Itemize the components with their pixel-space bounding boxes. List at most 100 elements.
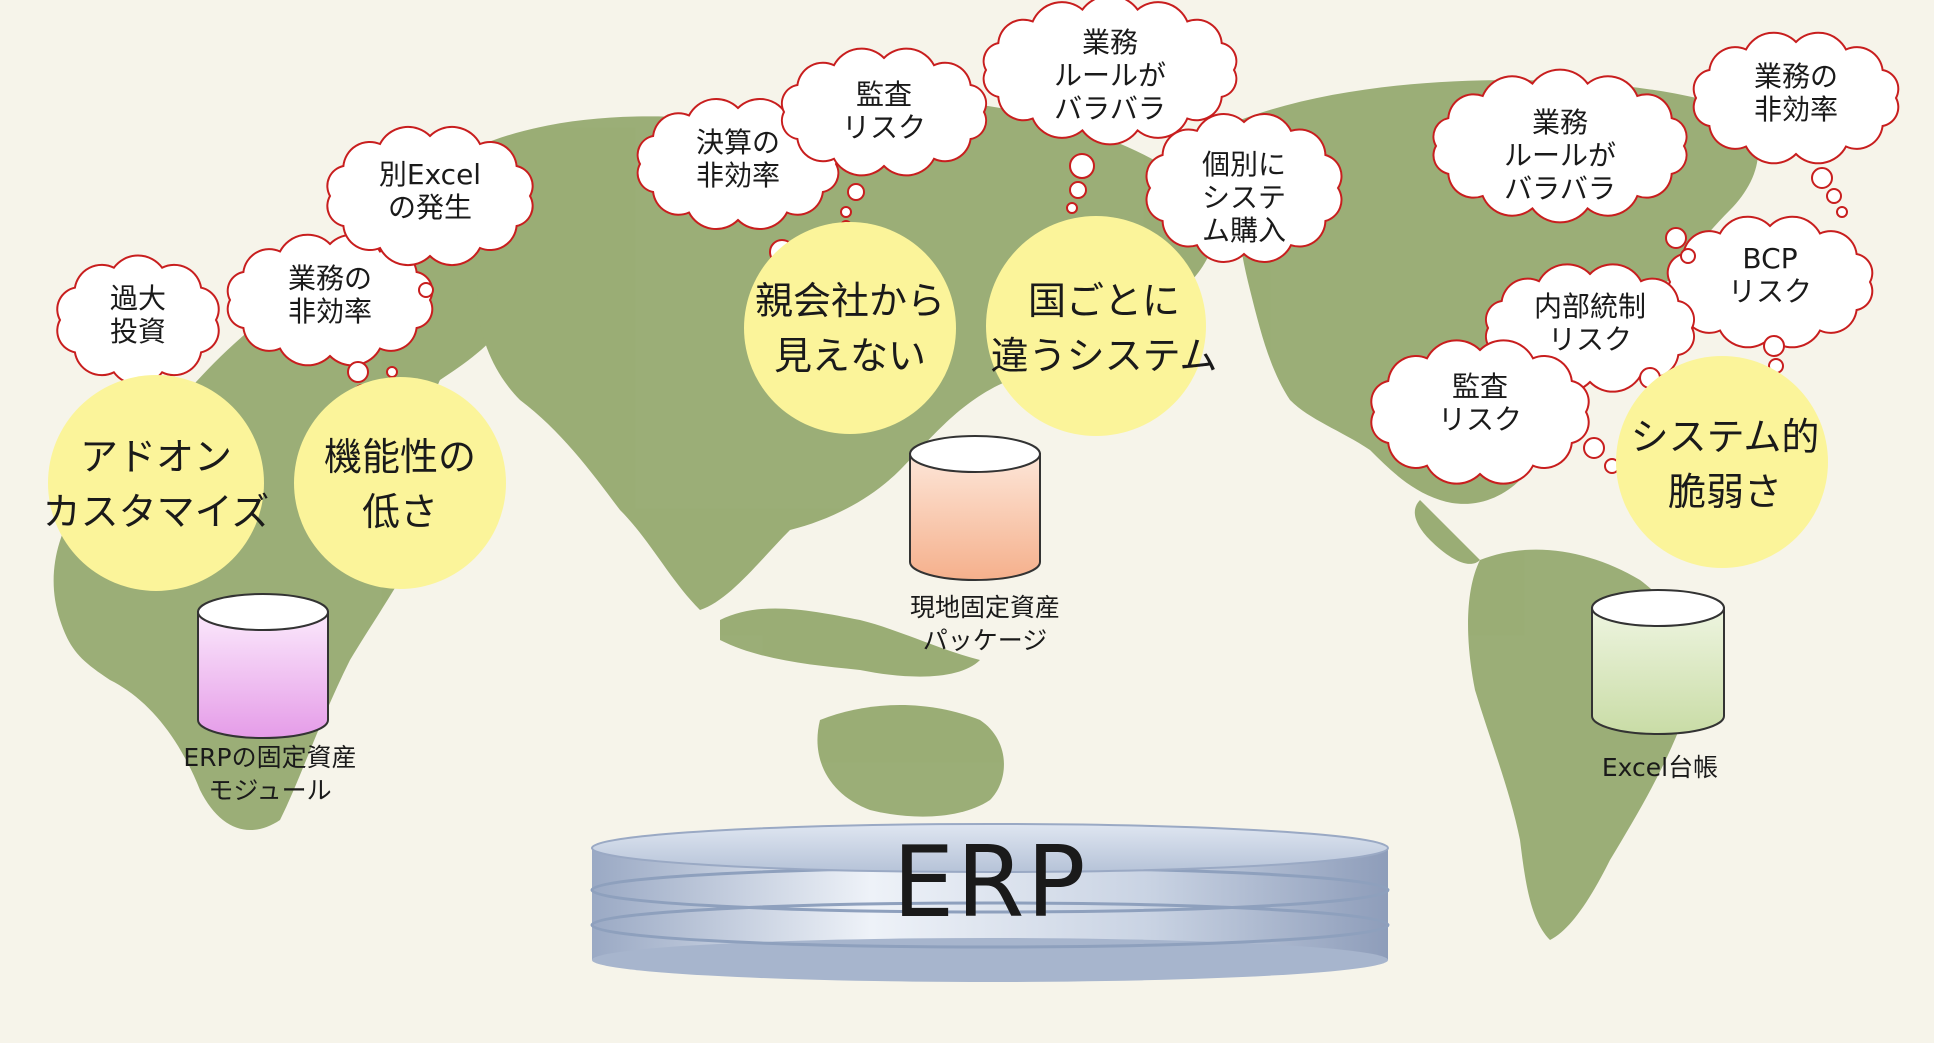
- bubble-circle-system-zeijaku: [1616, 356, 1828, 568]
- cloud-trail-dot: [1066, 202, 1078, 214]
- cloud-gyoumu-rule-2: 業務 ルールが バラバラ: [1490, 106, 1630, 205]
- cloud-trail-dot: [1763, 335, 1785, 357]
- cloud-trail-dot: [1811, 167, 1833, 189]
- cloud-line: 非効率: [695, 159, 780, 193]
- bubble-circle-addon: [48, 375, 264, 591]
- db-cylinder-top: [909, 435, 1041, 473]
- erp-disc-stack: [590, 823, 1390, 982]
- cloud-trail-dot: [1836, 206, 1848, 218]
- bubble-line: 脆弱さ: [1667, 470, 1782, 515]
- cloud-trail-dot: [347, 361, 369, 383]
- cloud-trail-dot: [418, 282, 434, 298]
- cloud-line: 内部統制: [1533, 290, 1646, 323]
- cloud-line: BCP: [1742, 242, 1798, 275]
- db-cylinder-body: [1591, 607, 1725, 735]
- bubble-line: 低さ: [361, 490, 438, 535]
- db-label-line: 現地固定資産: [909, 593, 1060, 622]
- erp-disc-top: [591, 823, 1389, 873]
- db-cylinder-top: [197, 593, 329, 631]
- cloud-gyoumu-hikouritsu-2: 業務の 非効率: [1726, 60, 1866, 126]
- bubble-line: システム的: [1630, 415, 1820, 459]
- cloud-line: 業務の: [1753, 60, 1838, 93]
- landmass-indonesia: [720, 608, 980, 677]
- db-label-local-package: 現地固定資産 パッケージ: [870, 592, 1100, 657]
- cloud-gyoumu-hikouritsu-1: 業務の 非効率: [260, 262, 400, 328]
- bubble-oyagaisha: 親会社から 見えない: [740, 274, 960, 384]
- bubble-addon: アドオン カスタマイズ: [36, 430, 276, 540]
- erp-disc-ridge-2: [590, 901, 1390, 949]
- db-label-line: パッケージ: [922, 625, 1048, 655]
- landmass-australia: [817, 705, 1004, 817]
- cloud-trail-dot: [1665, 227, 1687, 249]
- bubble-circle-kinousei: [294, 377, 506, 589]
- cloud-trail-dot: [1583, 437, 1605, 459]
- db-cylinder-body: [909, 453, 1041, 581]
- cloud-line: 個別に: [1201, 148, 1286, 181]
- problem-bubbles: [48, 216, 1828, 591]
- cloud-line: 決算の: [695, 126, 780, 159]
- cloud-line: リスク: [1727, 275, 1812, 309]
- cloud-kadai-toushi: 過大 投資: [88, 282, 188, 348]
- cloud-line: 投資: [109, 315, 166, 349]
- cloud-trail-dot: [1826, 188, 1842, 204]
- bubble-line: 国ごとに: [1027, 279, 1180, 323]
- db-cylinder-erp-module: [197, 593, 329, 739]
- cloud-trail-dot: [386, 366, 398, 378]
- bubble-kinousei: 機能性の 低さ: [300, 430, 500, 540]
- bubble-line: 機能性の: [323, 435, 476, 479]
- bubble-circle-oyagaisha: [744, 222, 956, 434]
- cloud-shape-betsu-excel: [326, 125, 534, 267]
- cloud-line: 業務の: [287, 262, 372, 295]
- cloud-kobetsu-system: 個別に システ ム購入: [1174, 148, 1314, 247]
- db-label-excel-ledger: Excel台帳: [1560, 752, 1760, 785]
- cloud-naibu-tousei: 内部統制 リスク: [1510, 290, 1670, 356]
- cloud-shape-kadai-toushi: [56, 254, 220, 386]
- db-label-erp-module: ERPの固定資産 モジュール: [155, 742, 385, 807]
- cloud-line: ルールが: [1503, 139, 1616, 173]
- cloud-shape-gyoumu-hikouritsu-2: [1692, 31, 1900, 165]
- bubble-line: 違うシステム: [990, 334, 1218, 379]
- cloud-line: 監査: [855, 78, 912, 111]
- bubble-line: 親会社から: [754, 279, 945, 323]
- cloud-shape-gyoumu-rule-1: [982, 0, 1238, 146]
- cloud-trail-dot: [840, 206, 852, 218]
- cloud-line: の発生: [387, 191, 472, 225]
- db-label-line: ERPの固定資産: [183, 743, 357, 772]
- cloud-line: バラバラ: [1504, 172, 1616, 206]
- landmass-central-america: [1414, 500, 1480, 564]
- cloud-line: 業務: [1531, 106, 1588, 139]
- db-cylinder-top: [1591, 589, 1725, 627]
- cloud-kessan-hikouritsu: 決算の 非効率: [668, 126, 808, 192]
- db-label-line: モジュール: [208, 775, 332, 805]
- erp-disc-bottom: [592, 938, 1388, 982]
- cloud-bcp-risk: BCP リスク: [1700, 242, 1840, 308]
- thought-clouds: [56, 0, 1900, 485]
- cloud-line: 業務: [1081, 26, 1138, 59]
- cloud-trail-dot: [847, 183, 865, 201]
- erp-title: ERP: [892, 826, 1088, 940]
- cloud-shape-gyoumu-hikouritsu-1: [226, 233, 434, 367]
- cloud-shape-bcp-risk: [1666, 215, 1874, 349]
- cloud-line: リスク: [1547, 323, 1632, 357]
- cloud-line: 非効率: [287, 295, 372, 329]
- cloud-shape-gyoumu-rule-2: [1432, 68, 1688, 224]
- bubble-line: カスタマイズ: [42, 490, 270, 535]
- cloud-line: ルールが: [1053, 59, 1166, 93]
- cloud-line: リスク: [841, 111, 926, 145]
- cloud-line: 過大: [109, 282, 166, 315]
- database-cylinders: [197, 435, 1725, 739]
- cloud-line: 監査: [1451, 370, 1508, 403]
- bubble-line: アドオン: [79, 435, 232, 479]
- cloud-line: 別Excel: [378, 158, 482, 191]
- cloud-kansa-risk-2: 監査 リスク: [1410, 370, 1550, 436]
- bubble-line: 見えない: [773, 334, 926, 379]
- cloud-line: バラバラ: [1054, 92, 1166, 126]
- bubble-system-zeijaku: システム的 脆弱さ: [1610, 410, 1840, 520]
- cloud-trail-dot: [1680, 248, 1696, 264]
- cloud-gyoumu-rule-1: 業務 ルールが バラバラ: [1040, 26, 1180, 125]
- cloud-line: ム購入: [1201, 214, 1286, 248]
- cloud-betsu-excel: 別Excel の発生: [360, 158, 500, 224]
- db-cylinder-local-package: [909, 435, 1041, 581]
- bubble-kunigoto: 国ごとに 違うシステム: [974, 274, 1234, 384]
